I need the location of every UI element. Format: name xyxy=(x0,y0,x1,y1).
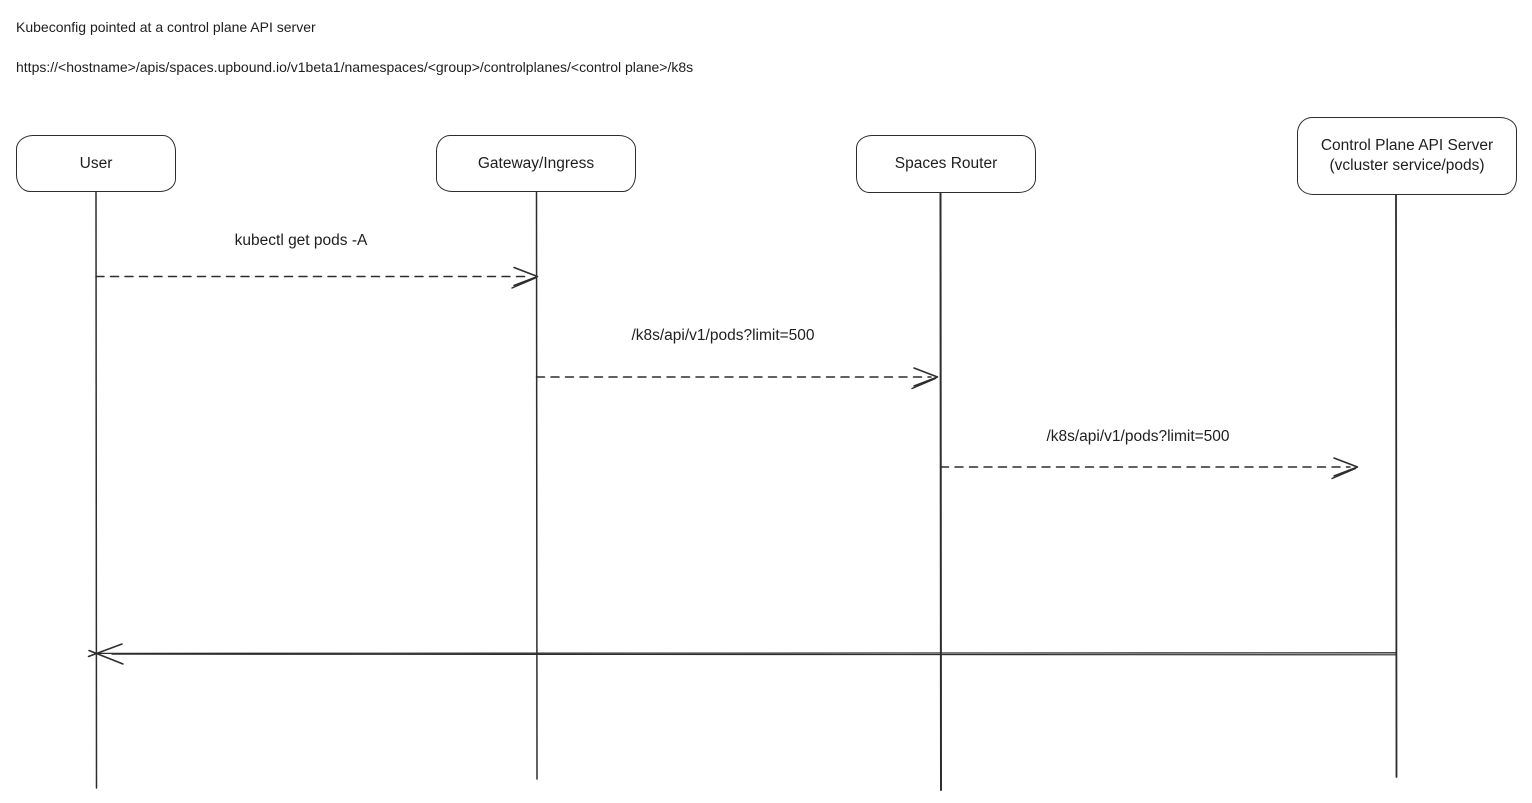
message-label-1: kubectl get pods -A xyxy=(234,232,368,249)
message-arrowhead-2 xyxy=(913,367,939,387)
actor-label: Control Plane API Server xyxy=(1320,137,1494,154)
message-arrowhead-2-sketch-stroke xyxy=(911,377,937,390)
diagram-subtitle-url: https://<hostname>/apis/spaces.upbound.i… xyxy=(16,59,694,75)
message-arrowhead-3-sketch-stroke xyxy=(1331,467,1357,480)
actor-label: Gateway/Ingress xyxy=(477,154,595,172)
lifeline-spaces-router xyxy=(939,192,942,791)
message-label-2: /k8s/api/v1/pods?limit=500 xyxy=(631,327,815,344)
lifeline-gateway-ingress xyxy=(535,191,538,780)
actor-box-spaces-router: Spaces Router xyxy=(856,135,1036,193)
actor-label: Spaces Router xyxy=(894,155,998,172)
message-label-3: /k8s/api/v1/pods?limit=500 xyxy=(1046,428,1230,445)
message-arrowhead-3 xyxy=(1333,457,1359,477)
actor-box-control-plane-api-server: Control Plane API Server (vcluster servi… xyxy=(1297,117,1517,195)
actor-sublabel: (vcluster service/pods) xyxy=(1329,157,1485,174)
actor-box-user: User xyxy=(16,135,176,192)
actor-box-gateway-ingress: Gateway/Ingress xyxy=(436,135,636,192)
message-arrowhead-4-lower xyxy=(88,649,124,665)
message-arrowhead-4-upper xyxy=(87,643,123,658)
lifeline-control-plane xyxy=(1395,194,1398,778)
actor-label: User xyxy=(79,154,113,172)
message-arrowhead-1-sketch-stroke xyxy=(511,277,537,289)
message-arrowhead-1 xyxy=(513,266,539,287)
message-line-4-sketch-stroke xyxy=(111,653,1397,656)
diagram-title: Kubeconfig pointed at a control plane AP… xyxy=(16,19,316,35)
lifeline-user xyxy=(95,191,98,789)
message-line-4 xyxy=(98,652,1397,655)
